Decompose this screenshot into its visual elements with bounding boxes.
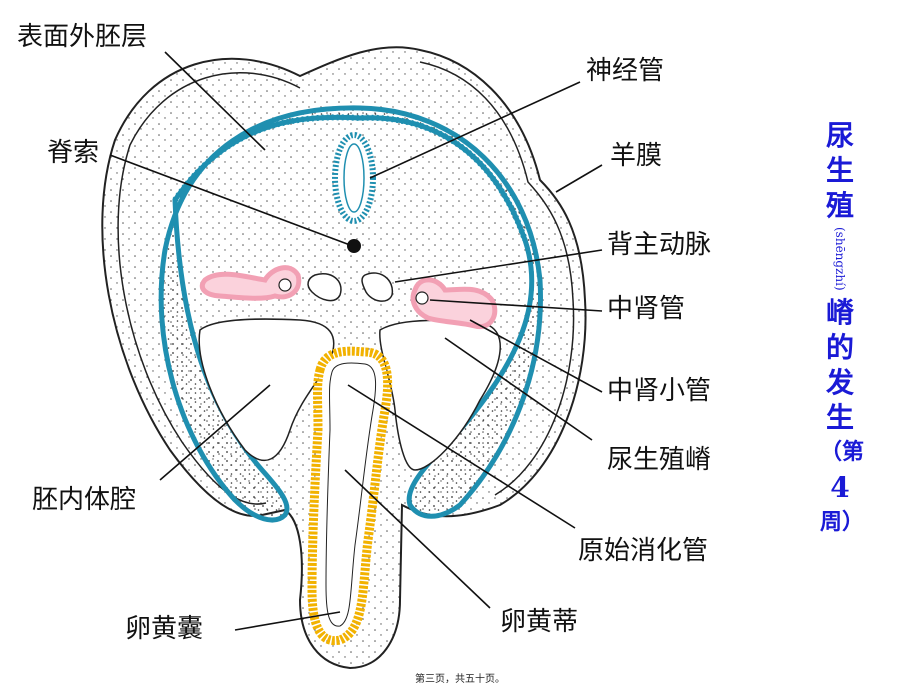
page-footer: 第三页，共五十页。 — [415, 674, 505, 685]
side-title-char: 生 — [825, 154, 854, 187]
leader-lines — [109, 51, 603, 631]
dorsal-aorta-left — [307, 273, 342, 302]
label-dorsal-aorta: 背主动脉 — [607, 230, 712, 260]
side-title-char: 周） — [820, 508, 865, 535]
dorsal-aorta-right — [361, 272, 394, 302]
mesonephric-duct-left — [278, 278, 292, 292]
side-title-char: 4 — [830, 470, 850, 504]
notochord — [347, 239, 361, 253]
embryo-body — [158, 105, 543, 523]
side-title-char: 殖 — [825, 189, 854, 222]
side-title-char: 尿 — [825, 119, 854, 152]
side-title: 尿 生 殖 (shēngzhí) 嵴 的 发 生 （第 4 周） — [820, 118, 865, 540]
label-urogenital-ridge: 尿生殖嵴 — [607, 445, 712, 475]
mesonephros-left — [199, 265, 302, 301]
primitive-gut-yolk-sac — [307, 346, 393, 646]
side-title-char: 的 — [825, 330, 854, 364]
label-notochord: 脊索 — [47, 138, 100, 168]
side-title-char: 生 — [825, 400, 854, 434]
label-mesonephric-duct: 中肾管 — [607, 294, 686, 324]
side-title-pinyin: (shēngzhí) — [833, 227, 847, 291]
label-surface-ectoderm: 表面外胚层 — [17, 22, 148, 52]
coelom-left — [198, 318, 335, 462]
label-vitelline-duct: 卵黄蒂 — [500, 607, 579, 637]
mesonephros-right — [410, 277, 498, 330]
label-amnion: 羊膜 — [610, 141, 663, 171]
label-yolk-sac: 卵黄囊 — [125, 614, 204, 644]
neural-tube — [332, 132, 376, 224]
mesonephric-duct-right — [415, 291, 429, 305]
side-title-char: （第 — [820, 438, 865, 465]
label-intraembryonic-coelom: 胚内体腔 — [32, 485, 137, 515]
label-primitive-gut: 原始消化管 — [578, 536, 709, 566]
label-mesonephric-tubule: 中肾小管 — [607, 376, 712, 406]
label-neural-tube: 神经管 — [586, 56, 665, 86]
side-title-char: 发 — [825, 365, 854, 399]
side-title-char: 嵴 — [825, 295, 854, 329]
